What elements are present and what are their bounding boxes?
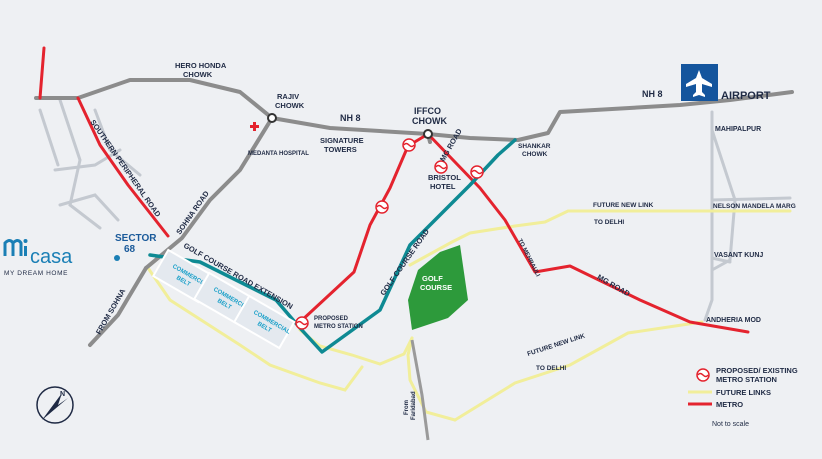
to-delhi-bottom-label: TO DELHI [536, 365, 566, 372]
metro-station-icon [434, 160, 448, 174]
southern-peripheral-road-label: SOUTHERN PERIPHERAL ROAD [88, 118, 163, 219]
bristol-hotel-label-2: HOTEL [430, 182, 456, 191]
commercial-belt-3: COMMERCIAL BELT [232, 294, 296, 350]
sector-68-label-2: 68 [124, 244, 136, 255]
nh8-left-label: NH 8 [340, 113, 361, 123]
golf-course-road [148, 138, 517, 354]
shankar-chowk-label-1: SHANKAR [518, 143, 551, 150]
bristol-hotel-label-1: BRISTOL [428, 173, 461, 182]
iffco-chowk-junction-icon [423, 129, 433, 139]
proposed-metro-station-label-2: METRO STATION [314, 324, 363, 330]
from-sohna-label: FROM SOHNA [94, 287, 128, 336]
sohna-road-label: SOHNA ROAD [174, 189, 211, 236]
compass-n-label: N [60, 391, 65, 398]
brand-logo: casa MY DREAM HOME [3, 239, 73, 277]
hero-honda-chowk-label-1: HERO HONDA [175, 61, 227, 70]
legend-future-links-label: FUTURE LINKS [716, 388, 771, 397]
legend-metro-station-label-1: PROPOSED/ EXISTING [716, 366, 798, 375]
nelson-mandela-marg-label: NELSON MANDELA MARG [713, 203, 796, 210]
proposed-metro-station-label-1: PROPOSED [314, 316, 349, 322]
mahipalpur-label: MAHIPALPUR [715, 126, 761, 133]
hospital-cross-icon [250, 122, 259, 131]
airplane-icon [681, 64, 718, 101]
signature-towers-label-2: TOWERS [324, 145, 357, 154]
medanta-hospital-label: MEDANTA HOSPITAL [248, 151, 309, 157]
from-faridabad-label-1: From [404, 400, 410, 415]
highways [34, 78, 794, 347]
hero-honda-chowk-label-2: CHOWK [183, 70, 213, 79]
legend-scale-note: Not to scale [712, 421, 749, 428]
sector-68-marker-icon [114, 255, 120, 261]
golf-course-label-1: GOLF [422, 274, 443, 283]
golf-course-area [408, 245, 468, 330]
metro-station-icon [375, 200, 389, 214]
future-links [146, 209, 792, 422]
metro-station-icon [402, 138, 416, 152]
iffco-chowk-label-1: IFFCO [414, 106, 441, 116]
to-delhi-top-label: TO DELHI [594, 219, 624, 226]
from-faridabad-label-2: Faridabad [411, 391, 417, 420]
metro-station-icon [295, 316, 309, 330]
nh8-right-label: NH 8 [642, 89, 663, 99]
golf-course-label-2: COURSE [420, 283, 452, 292]
airport-label: AIRPORT [721, 90, 771, 102]
minor-roads [38, 98, 792, 322]
legend: PROPOSED/ EXISTING METRO STATION FUTURE … [688, 366, 798, 428]
vasant-kunj-label: VASANT KUNJ [714, 252, 763, 259]
metro-station-icon [470, 165, 484, 179]
rajiv-chowk-label-2: CHOWK [275, 101, 305, 110]
faridabad-road [410, 339, 430, 441]
mg-road-lower-label: MG ROAD [596, 272, 632, 298]
to-mehrauli-label: TO MEHRAULI [516, 238, 540, 278]
future-new-link-top-label: FUTURE NEW LINK [593, 202, 654, 209]
rajiv-chowk-junction-icon [267, 113, 277, 123]
legend-metro-label: METRO [716, 400, 743, 409]
metro-station-icons [295, 138, 710, 382]
compass-icon [36, 386, 74, 424]
shankar-chowk-label-2: CHOWK [522, 151, 548, 158]
signature-towers-label-1: SIGNATURE [320, 136, 364, 145]
iffco-chowk-label-2: CHOWK [412, 116, 447, 126]
brand-name: casa [30, 246, 73, 268]
andheria-mod-label: ANDHERIA MOD [706, 317, 761, 324]
brand-tagline: MY DREAM HOME [4, 270, 68, 277]
future-new-link-bottom-label: FUTURE NEW LINK [526, 333, 586, 358]
legend-metro-station-label-2: METRO STATION [716, 375, 777, 384]
sector-68-label-1: SECTOR [115, 233, 157, 244]
metro-station-icon [696, 368, 710, 382]
rajiv-chowk-label-1: RAJIV [277, 92, 299, 101]
